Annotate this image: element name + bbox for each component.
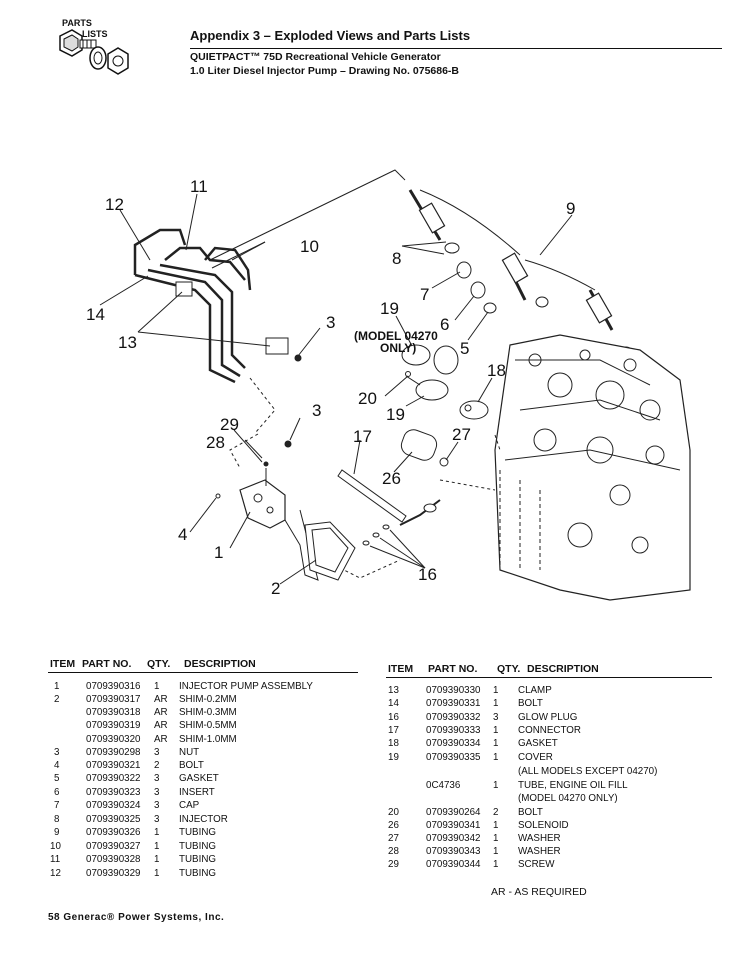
callout-12: 12 xyxy=(105,195,124,214)
parts-lists-logo: PARTS LISTS xyxy=(50,14,135,82)
exploded-view-diagram: 11 12 10 9 8 7 19 6 14 3 13 5 18 20 19 3… xyxy=(86,169,691,601)
callout-13: 13 xyxy=(118,333,137,352)
callout-17: 17 xyxy=(353,427,372,446)
right-header-part: PART NO. xyxy=(428,663,478,675)
page-subtitle: QUIETPACT™ 75D Recreational Vehicle Gene… xyxy=(190,50,459,78)
subtitle-line-1: QUIETPACT™ 75D Recreational Vehicle Gene… xyxy=(190,51,441,63)
callout-9: 9 xyxy=(566,199,575,218)
right-header-qty: QTY. xyxy=(497,663,521,675)
logo-text-lists: LISTS xyxy=(82,29,108,39)
left-header-desc: DESCRIPTION xyxy=(184,658,256,670)
callout-28: 28 xyxy=(206,433,225,452)
right-header-item: ITEM xyxy=(388,663,414,675)
subtitle-line-2: 1.0 Liter Diesel Injector Pump – Drawing… xyxy=(190,65,460,77)
callout-8: 8 xyxy=(392,249,401,268)
left-header-part: PART NO. xyxy=(82,658,132,670)
left-header-qty: QTY. xyxy=(147,658,171,670)
callout-2: 2 xyxy=(271,579,280,598)
callout-19-bottom: 19 xyxy=(386,405,405,424)
callout-3-bottom: 3 xyxy=(312,401,321,420)
right-header-rule xyxy=(386,677,712,678)
callout-4: 4 xyxy=(178,525,187,544)
right-header-desc: DESCRIPTION xyxy=(527,663,599,675)
page-footer: 58 Generac® Power Systems, Inc. xyxy=(48,912,225,923)
callout-5: 5 xyxy=(460,339,469,358)
model-note-line-2: ONLY) xyxy=(380,341,416,355)
header-divider xyxy=(190,48,722,49)
callout-3-top: 3 xyxy=(326,313,335,332)
callout-27: 27 xyxy=(452,425,471,444)
logo-text-parts: PARTS xyxy=(62,18,92,28)
callout-29: 29 xyxy=(220,415,239,434)
callout-14: 14 xyxy=(86,305,105,324)
page-title: Appendix 3 – Exploded Views and Parts Li… xyxy=(190,28,471,43)
callout-7: 7 xyxy=(420,285,429,304)
callout-1: 1 xyxy=(214,543,223,562)
callout-18: 18 xyxy=(487,361,506,380)
as-required-note: AR - AS REQUIRED xyxy=(491,886,587,898)
nut-bolt-icon xyxy=(59,29,129,75)
callout-11: 11 xyxy=(190,177,208,196)
callout-10: 10 xyxy=(300,237,319,256)
callout-6: 6 xyxy=(440,315,449,334)
callout-19-top: 19 xyxy=(380,299,399,318)
model-note-line-1: (MODEL 04270 xyxy=(354,329,438,343)
left-header-rule xyxy=(48,672,358,673)
callout-20: 20 xyxy=(358,389,377,408)
callout-16: 16 xyxy=(418,565,437,584)
left-header-item: ITEM xyxy=(50,658,76,670)
callout-26: 26 xyxy=(382,469,401,488)
